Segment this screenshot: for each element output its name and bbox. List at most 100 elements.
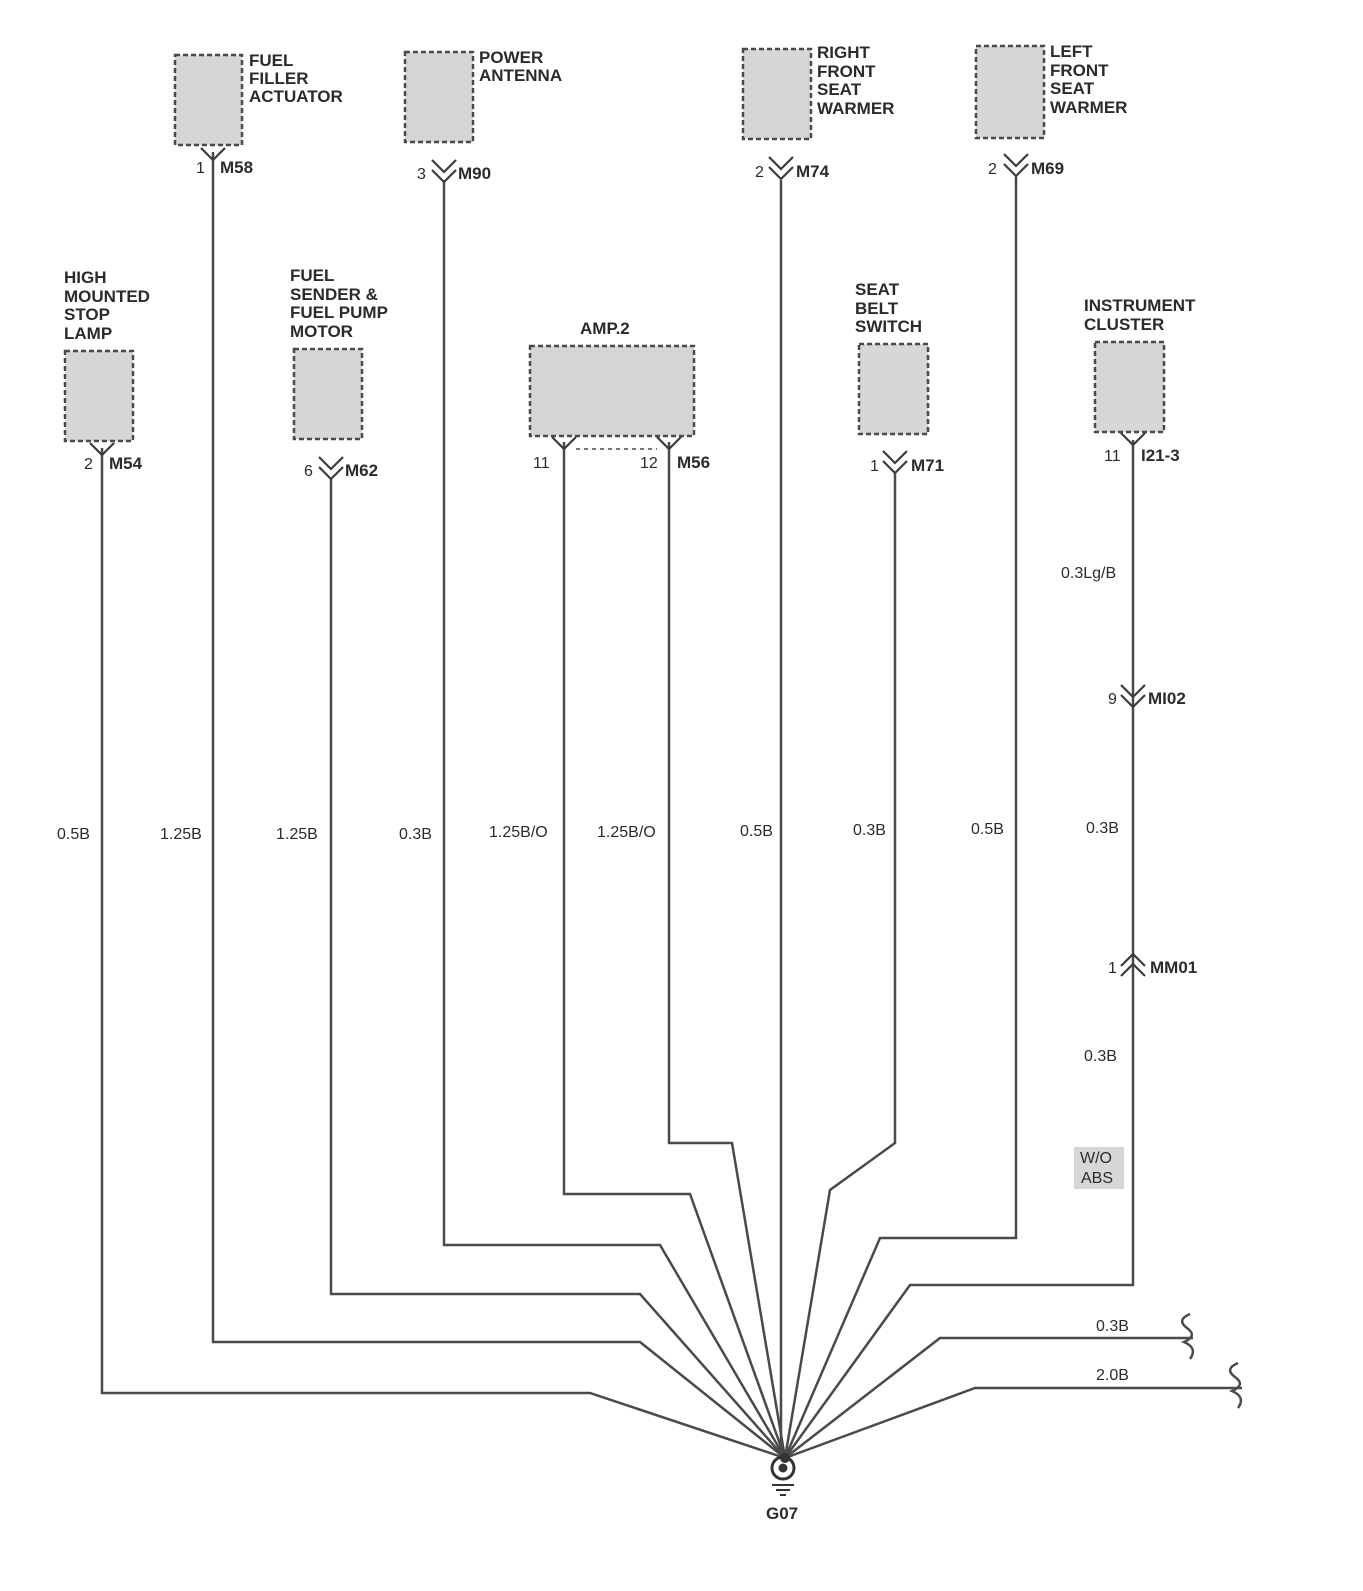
pin-number: 1 (1108, 960, 1117, 977)
wire-label: 1.25B/O (597, 824, 656, 841)
connector-id: M54 (109, 454, 143, 473)
component-label-line: AMP.2 (580, 319, 630, 338)
wire-label: 0.5B (57, 826, 90, 843)
pin-number: 6 (304, 463, 313, 480)
wire-power-antenna (442, 180, 787, 1459)
ground-terminal-icon (770, 1455, 796, 1481)
ground-label: G07 (766, 1504, 798, 1523)
pin-number: 1 (870, 458, 879, 475)
wire-seat-belt-switch (783, 472, 897, 1459)
wire-label: 1.25B (160, 826, 202, 843)
pin-number: 3 (417, 166, 426, 183)
connector-female-icon (551, 436, 577, 451)
component-label-line: SWITCH (855, 317, 922, 336)
connector-double-icon (431, 159, 457, 184)
inline-connector-mi02: 9 MI02 (1108, 684, 1186, 709)
pin-number: 2 (84, 456, 93, 473)
component-label-line: FUEL PUMP (290, 303, 388, 322)
wire-instrument-cluster (783, 440, 1135, 1459)
component-label-line: SENDER & (290, 285, 378, 304)
component-label-line: SEAT (855, 280, 900, 299)
component-label-line: FRONT (1050, 61, 1109, 80)
component-box (403, 50, 475, 144)
wire-break-icon (1228, 1361, 1243, 1409)
component-label-line: BELT (855, 299, 899, 318)
component-label-line: SEAT (1050, 79, 1095, 98)
note-line: ABS (1081, 1170, 1113, 1187)
connector-id: M74 (796, 162, 830, 181)
component-box (1093, 340, 1166, 434)
connector-female-icon (656, 436, 682, 451)
wire-label: 1.25B (276, 826, 318, 843)
component-label-line: INSTRUMENT (1084, 296, 1196, 315)
note-line: W/O (1080, 1150, 1112, 1167)
connector-id: M90 (458, 164, 491, 183)
ground-g07: G07 (766, 1453, 798, 1523)
component-label-line: MOTOR (290, 322, 353, 341)
wo-abs-note: W/O ABS (1074, 1147, 1124, 1189)
component-label-line: STOP (64, 305, 110, 324)
component-box (528, 344, 696, 438)
connector-id: M62 (345, 461, 378, 480)
connector-female-icon (1120, 432, 1146, 447)
wire-high-mounted-stop-lamp (100, 448, 786, 1460)
connector-female-icon (200, 147, 226, 162)
wire-label: 0.5B (740, 823, 773, 840)
connector-double-icon (768, 156, 794, 181)
ground-wires (100, 152, 1242, 1460)
wire-extra-1 (784, 1336, 1193, 1459)
pin-number: 1 (196, 160, 205, 177)
component-label-line: WARMER (817, 99, 894, 118)
component-label-line: MOUNTED (64, 287, 150, 306)
connector-id: I21-3 (1141, 446, 1180, 465)
wire-fuel-filler-actuator (211, 152, 786, 1459)
connector-id: M58 (220, 158, 253, 177)
pin-number: 11 (1104, 448, 1121, 465)
component-box (857, 342, 930, 436)
component-label-line: LAMP (64, 324, 112, 343)
wire-label: 2.0B (1096, 1367, 1129, 1384)
component-label-line: SEAT (817, 80, 862, 99)
pin-number: 12 (640, 455, 658, 472)
connector-female-icon (89, 442, 115, 457)
component-label-line: LEFT (1050, 42, 1093, 61)
wire-break-icon (1180, 1312, 1195, 1360)
connector-id: M69 (1031, 159, 1064, 178)
note-background (1074, 1147, 1124, 1189)
connector-double-icon (882, 450, 908, 475)
connector-double-icon (318, 456, 344, 481)
component-box (974, 44, 1046, 140)
component-label-line: FRONT (817, 62, 876, 81)
wire-label: 1.25B/O (489, 824, 548, 841)
component-box (63, 349, 135, 443)
connector-id: M71 (911, 456, 944, 475)
connector-id: MM01 (1150, 958, 1197, 977)
wire-label: 0.3B (1084, 1048, 1117, 1065)
wire-amp2-pin12 (667, 442, 787, 1459)
connector-double-up-icon (1120, 952, 1146, 977)
wire-label: 0.3B (1086, 820, 1119, 837)
inline-connector-mm01: 1 MM01 (1108, 952, 1197, 977)
connector-id: MI02 (1148, 689, 1186, 708)
wire-label: 0.3B (1096, 1318, 1129, 1335)
component-label-line: CLUSTER (1084, 315, 1164, 334)
wire-extra-2 (784, 1386, 1242, 1460)
component-label-line: FUEL (290, 266, 334, 285)
wire-label: 0.3B (853, 822, 886, 839)
connector-double-icon (1003, 153, 1029, 178)
component-label-line: ACTUATOR (249, 87, 343, 106)
pin-number: 11 (533, 455, 550, 472)
component-label-line: FILLER (249, 69, 309, 88)
